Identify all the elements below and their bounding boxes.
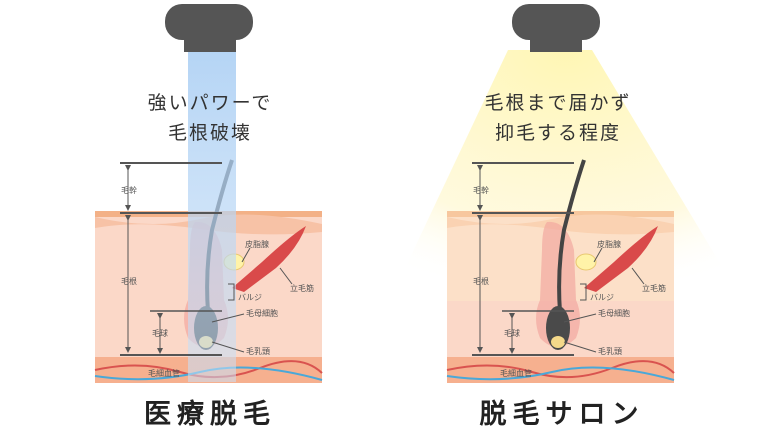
left-caption-line-1: 強いパワーで (147, 92, 273, 114)
right-label-sebaceous-gland: 皮脂腺 (597, 239, 621, 249)
right-arrector-pili-shape (584, 226, 658, 292)
right-label-hair-shaft: 毛幹 (473, 185, 489, 195)
left-measurement-lines (120, 162, 293, 356)
left-label-sebaceous-gland: 皮脂腺 (245, 239, 269, 249)
right-measurement-lines (472, 162, 645, 356)
right-panel: 毛幹 毛根 毛球 皮脂腺 立毛筋 バルジ 毛母細胞 毛乳頭 毛細血管 (390, 4, 742, 383)
right-label-dermal-papilla: 毛乳頭 (598, 346, 622, 356)
left-caption: 強いパワーで 毛根破壊 (110, 88, 310, 148)
right-panel-title: 脱毛サロン (479, 399, 645, 430)
right-label-arrector-pili: 立毛筋 (642, 283, 666, 293)
right-label-hair-matrix: 毛母細胞 (598, 308, 630, 318)
left-device-icon (165, 4, 253, 52)
left-caption-line-2: 毛根破壊 (167, 122, 252, 144)
right-caption: 毛根まで届かず 抑毛する程度 (450, 88, 666, 148)
right-sebaceous-gland-shape (575, 253, 597, 271)
right-label-hair-bulb: 毛球 (504, 328, 520, 338)
right-caption-line-2: 抑毛する程度 (494, 122, 621, 144)
left-label-bulge: バルジ (238, 293, 262, 302)
left-laser-beam (188, 52, 236, 382)
right-hair-follicle (536, 159, 586, 350)
left-label-capillary: 毛細血管 (148, 368, 180, 378)
right-label-hair-root: 毛根 (473, 276, 489, 286)
left-label-hair-shaft: 毛幹 (121, 185, 137, 195)
left-label-hair-root: 毛根 (121, 276, 137, 286)
left-arrector-pili-shape (232, 226, 306, 292)
right-label-bulge: バルジ (590, 293, 614, 302)
left-label-hair-matrix: 毛母細胞 (246, 308, 278, 318)
left-label-dermal-papilla: 毛乳頭 (246, 346, 270, 356)
left-label-arrector-pili: 立毛筋 (290, 283, 314, 293)
left-panel: 毛幹 毛根 毛球 皮脂腺 立毛筋 バルジ 毛母細胞 毛乳頭 毛細血管 (94, 4, 323, 383)
left-label-hair-bulb: 毛球 (152, 328, 168, 338)
right-caption-line-1: 毛根まで届かず (484, 92, 632, 114)
right-device-icon (512, 4, 600, 52)
left-panel-title: 医療脱毛 (144, 399, 276, 430)
right-label-capillary: 毛細血管 (500, 368, 532, 378)
